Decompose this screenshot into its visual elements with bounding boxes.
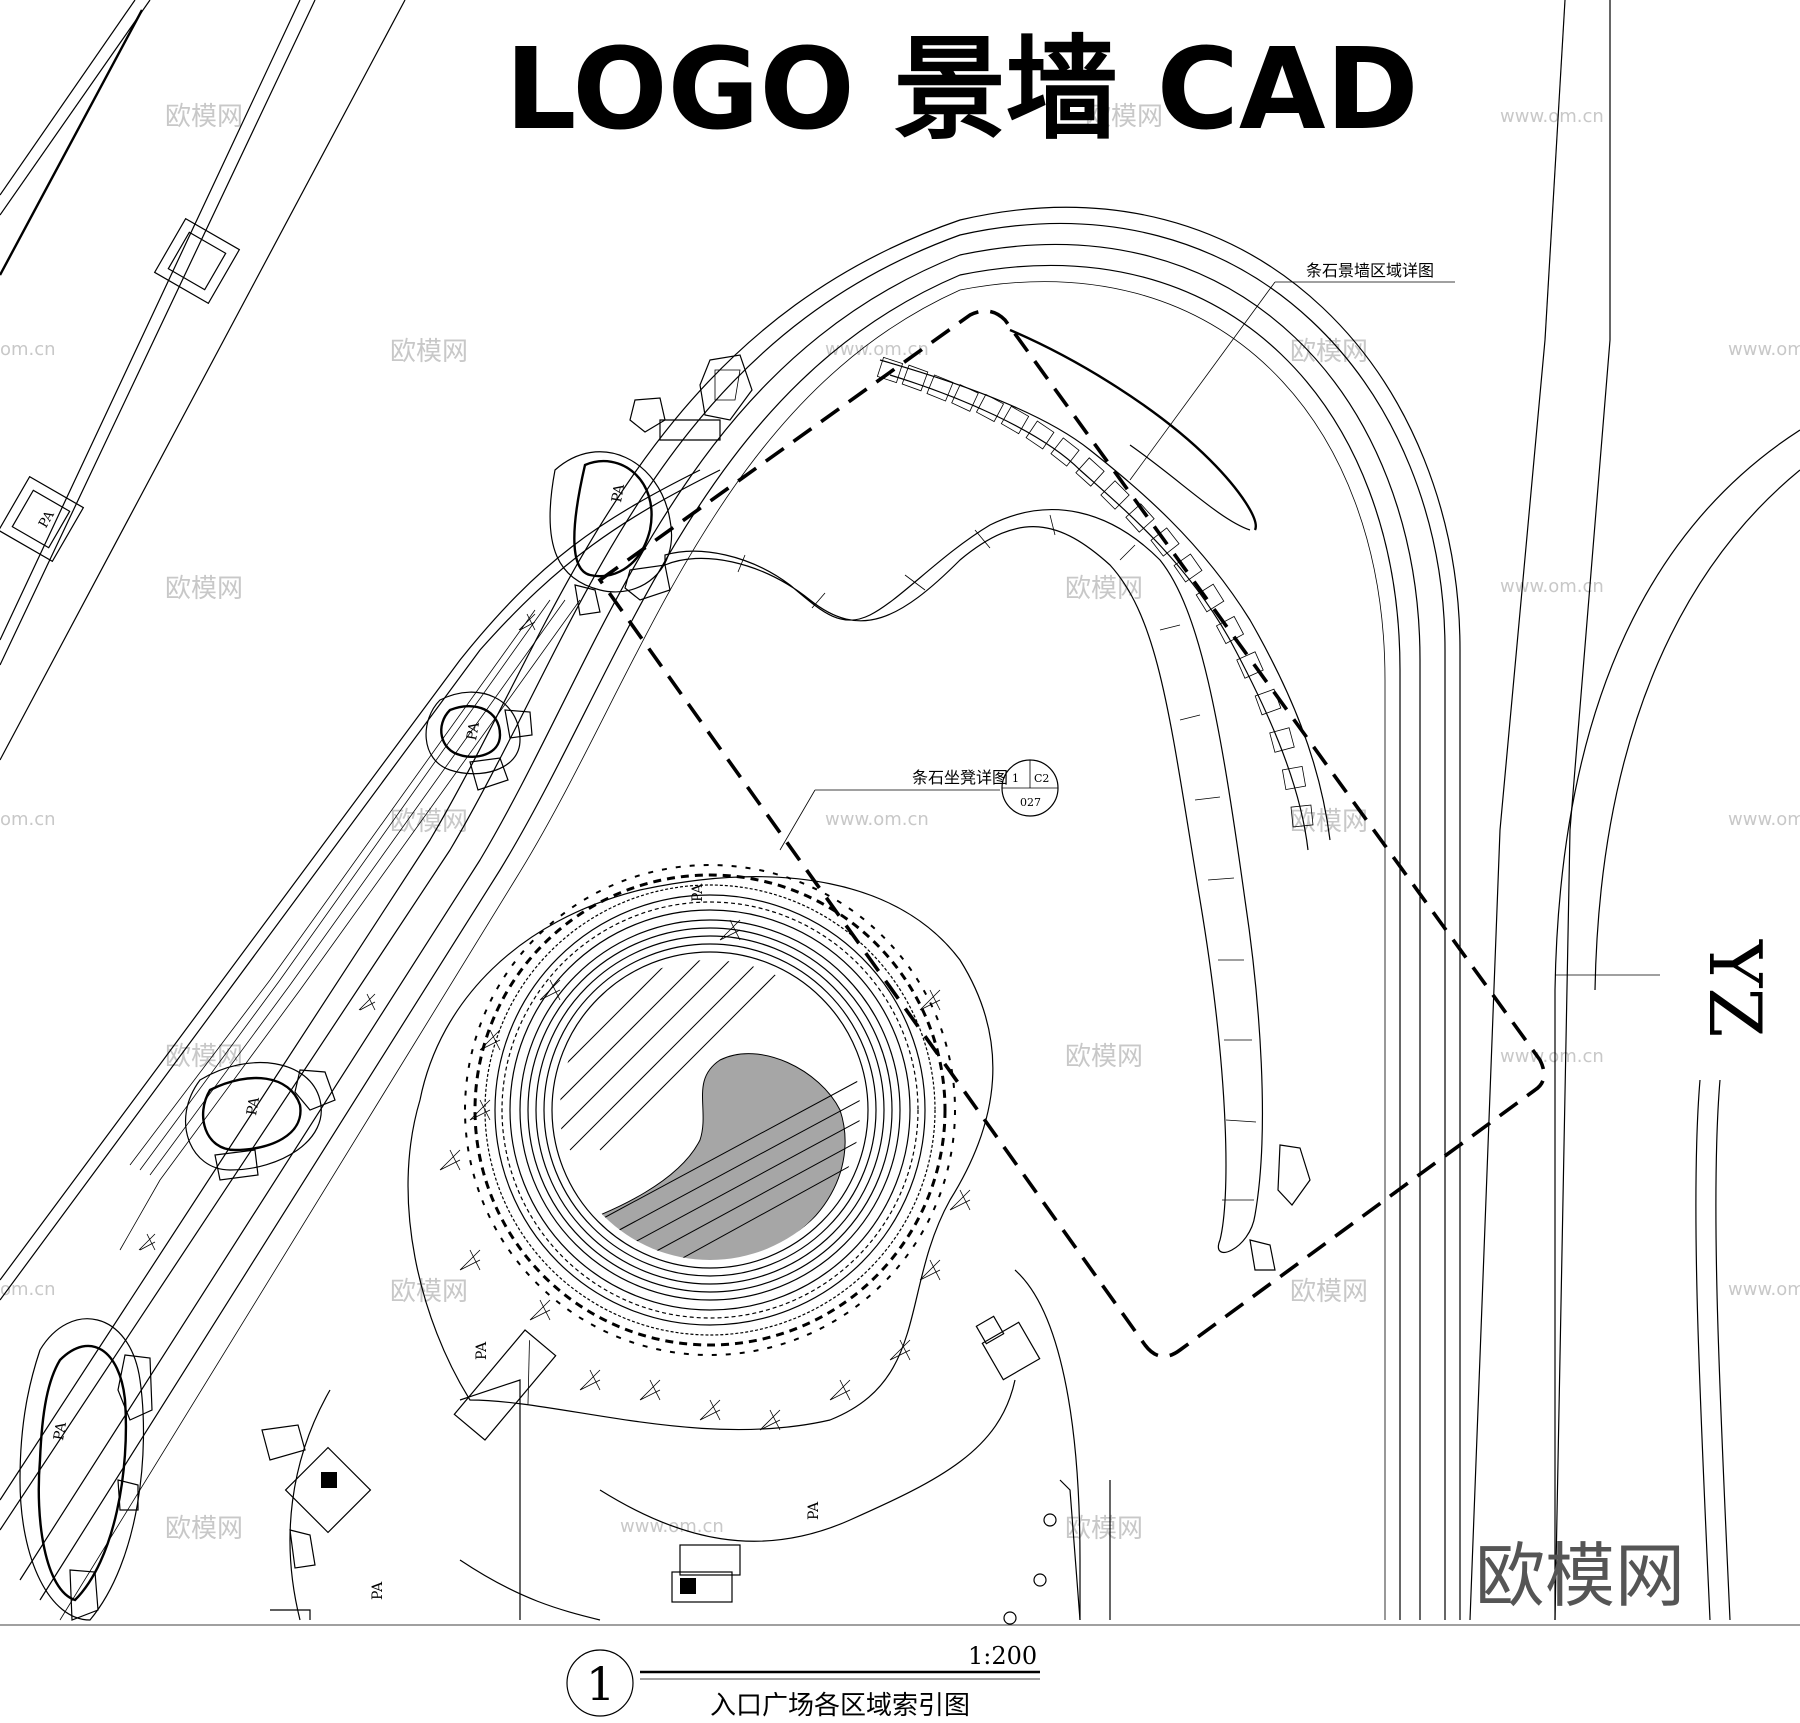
watermark-url: om.cn [0,1279,56,1300]
watermark-brand: 欧模网 [1065,1514,1143,1544]
watermark-logo: 欧模网 [1475,1535,1685,1617]
curved-walkway [0,206,1461,1621]
rocks [69,354,1311,1621]
watermark-url: www.om.cn [825,339,929,360]
watermark-brand: 欧模网 [1065,1042,1143,1072]
watermark-url: www.om.cn [1500,106,1604,127]
watermark-brand: 欧模网 [1290,337,1368,367]
callout-wall-detail: 条石景墙区域详图 [1129,261,1455,481]
planting-tag: PA [690,883,706,902]
winding-path [664,509,1264,1253]
bench-index-sheet: C2 [1034,772,1049,785]
planting-tag: PA [806,1501,822,1520]
right-road: YZ [1469,0,1800,1621]
callout-bench-detail-label: 条石坐凳详图 [912,768,1008,787]
drawing-scale: 1:200 [968,1642,1037,1670]
watermark-brand: 欧模网 [165,574,243,604]
callout-bench-detail: 条石坐凳详图 1 C2 027 [779,759,1059,851]
wall-stone-segments [876,356,1314,828]
watermark-brand: 欧模网 [390,807,468,837]
callout-wall-detail-label: 条石景墙区域详图 [1306,261,1434,280]
watermark-brand: 欧模网 [165,102,243,132]
left-diagonal-road: PA [0,0,406,761]
drawing-number: 1 [586,1657,615,1711]
road-label: YZ [1693,939,1777,1038]
watermark-brand: 欧模网 [390,337,468,367]
watermark-url: www.om.cn [1500,1046,1604,1067]
planting-tag: PA [51,1420,70,1442]
stone-wall [876,328,1331,851]
planting-tag: PA [609,482,628,504]
watermarks: 欧模网 欧模网 www.om.cn 欧模网 欧模网 www.om.cn om.c… [0,102,1800,1544]
planting-tag: PA [370,1581,386,1600]
watermark-url: om.cn [0,809,56,830]
planting-tag: PA [474,1341,490,1360]
bench-index-number: 1 [1012,772,1019,785]
watermark-url: www.om.cn [1728,339,1800,360]
watermark-brand: 欧模网 [390,1277,468,1307]
watermark-url: www.om.cn [1728,809,1800,830]
planting-tag: PA [464,720,483,742]
watermark-url: www.om.cn [1728,1279,1800,1300]
small-structures [270,1315,1111,1625]
planting-tag: PA [244,1095,263,1117]
watermark-url: om.cn [0,339,56,360]
drawing-caption: 入口广场各区域索引图 [710,1691,970,1721]
shrub-symbols [138,613,971,1431]
garden-beds: PA PA PA PA [289,876,1081,1621]
watermark-url: www.om.cn [825,809,929,830]
planting-tag: PA [36,508,58,531]
left-planting-islands: PA PA PA PA [19,451,673,1621]
watermark-url: www.om.cn [1500,576,1604,597]
shrub-ring [464,864,956,1356]
drawing-title-block: 1 1:200 入口广场各区域索引图 [566,1642,1040,1721]
bench-index-page: 027 [1020,796,1041,809]
watermark-brand: 欧模网 [1290,1277,1368,1307]
circular-logo-sculpture [453,864,956,1441]
watermark-brand: 欧模网 [165,1514,243,1544]
page-title: LOGO 景墙 CAD [505,25,1419,155]
watermark-brand: 欧模网 [1085,102,1163,132]
watermark-brand: 欧模网 [1065,574,1143,604]
